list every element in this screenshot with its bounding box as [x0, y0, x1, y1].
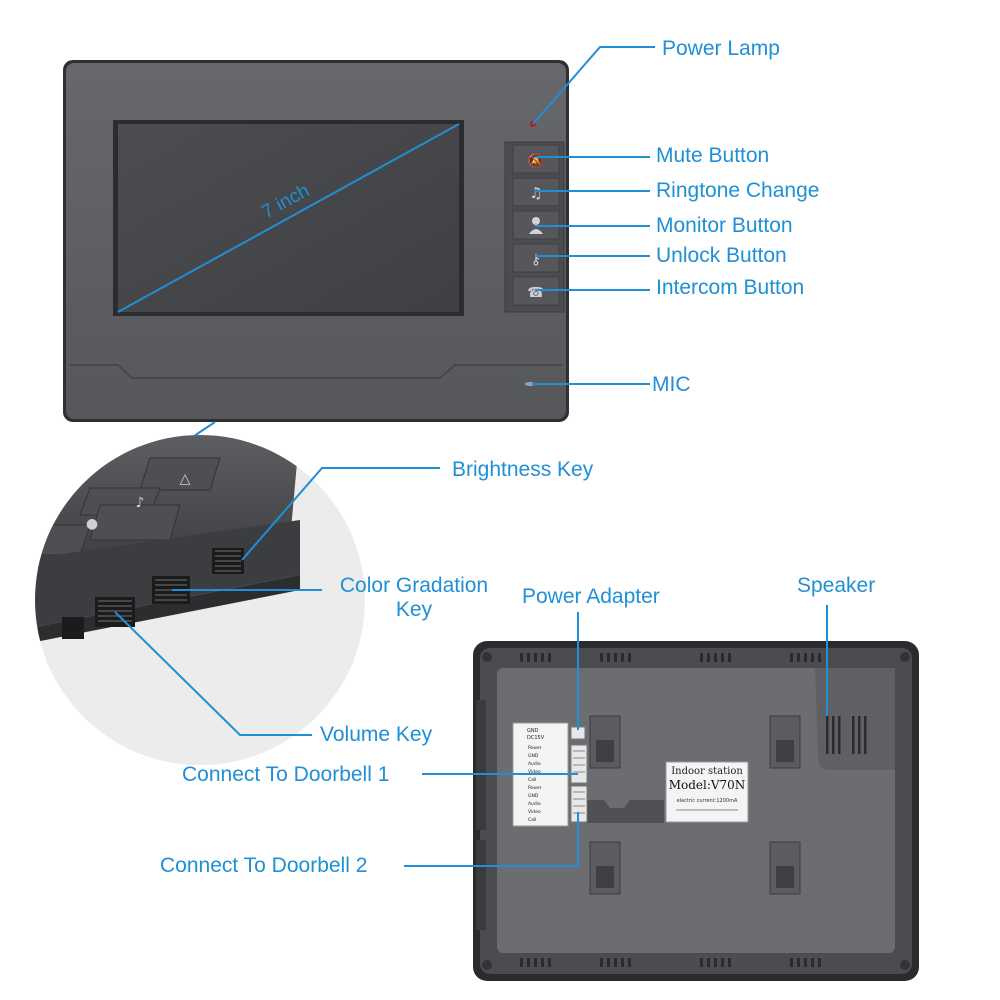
- color-gradation-key-label: Color Gradation Key: [328, 574, 500, 622]
- ringtone-change-label: Ringtone Change: [656, 179, 820, 202]
- volume-key-label: Volume Key: [320, 723, 433, 746]
- model-label-line3: electric current:1200mA: [677, 798, 738, 804]
- svg-text:Power: Power: [528, 785, 542, 791]
- music-note-icon: ♫: [529, 184, 542, 202]
- doorbell1-connector[interactable]: [570, 744, 588, 784]
- doorbell2-label: Connect To Doorbell 2: [160, 854, 368, 877]
- model-label-line1: Indoor station: [671, 766, 743, 777]
- intercom-button-label: Intercom Button: [656, 276, 805, 299]
- monitor-button-label: Monitor Button: [656, 214, 793, 237]
- phone-icon: ☎: [527, 285, 544, 301]
- power-adapter-label: Power Adapter: [522, 585, 660, 608]
- side-keys-closeup: △ ♪ ●: [35, 435, 365, 765]
- color-gradation-line1: Color Gradation: [339, 574, 489, 597]
- svg-text:Video: Video: [528, 809, 541, 815]
- svg-text:●: ●: [86, 516, 98, 532]
- doorbell1-label: Connect To Doorbell 1: [182, 763, 390, 786]
- svg-text:GND: GND: [528, 753, 539, 759]
- mute-button-label: Mute Button: [656, 144, 770, 167]
- power-lamp-label: Power Lamp: [662, 37, 780, 60]
- speaker-grille: [826, 716, 867, 754]
- unlock-button-label: Unlock Button: [656, 244, 787, 267]
- key-icon: ⚷: [531, 252, 541, 268]
- speaker-area: [815, 668, 895, 770]
- svg-text:Audio: Audio: [528, 801, 541, 807]
- speaker-label: Speaker: [797, 574, 876, 597]
- model-label-line2: Model:V70N: [669, 778, 746, 792]
- svg-text:Power: Power: [528, 745, 542, 751]
- svg-text:Call: Call: [528, 777, 536, 783]
- svg-text:GND: GND: [528, 793, 539, 799]
- front-device: 🔕 ♫ ⚷ ☎: [63, 60, 569, 422]
- callout-lines: [114, 46, 828, 867]
- svg-text:△: △: [180, 471, 191, 487]
- color-gradation-line2: Key: [395, 598, 433, 621]
- back-device: Indoor station Model:V70N electric curre…: [473, 641, 919, 981]
- svg-text:Call: Call: [528, 817, 536, 823]
- model-label: Indoor station Model:V70N electric curre…: [665, 761, 749, 823]
- svg-text:GND: GND: [527, 728, 539, 734]
- screen-diagonal: [117, 123, 460, 313]
- brightness-key-label: Brightness Key: [452, 458, 594, 481]
- svg-text:Video: Video: [528, 769, 541, 775]
- unlock-key[interactable]: ⚷: [512, 243, 560, 273]
- svg-text:♪: ♪: [136, 495, 145, 511]
- svg-text:Audio: Audio: [528, 761, 541, 767]
- person-icon: [532, 217, 540, 225]
- brightness-wheel[interactable]: [212, 548, 244, 574]
- bell-mute-icon: 🔕: [528, 153, 544, 169]
- mic-label: MIC: [652, 373, 691, 396]
- mute-key[interactable]: 🔕: [512, 144, 560, 174]
- svg-text:DC15V: DC15V: [527, 735, 545, 741]
